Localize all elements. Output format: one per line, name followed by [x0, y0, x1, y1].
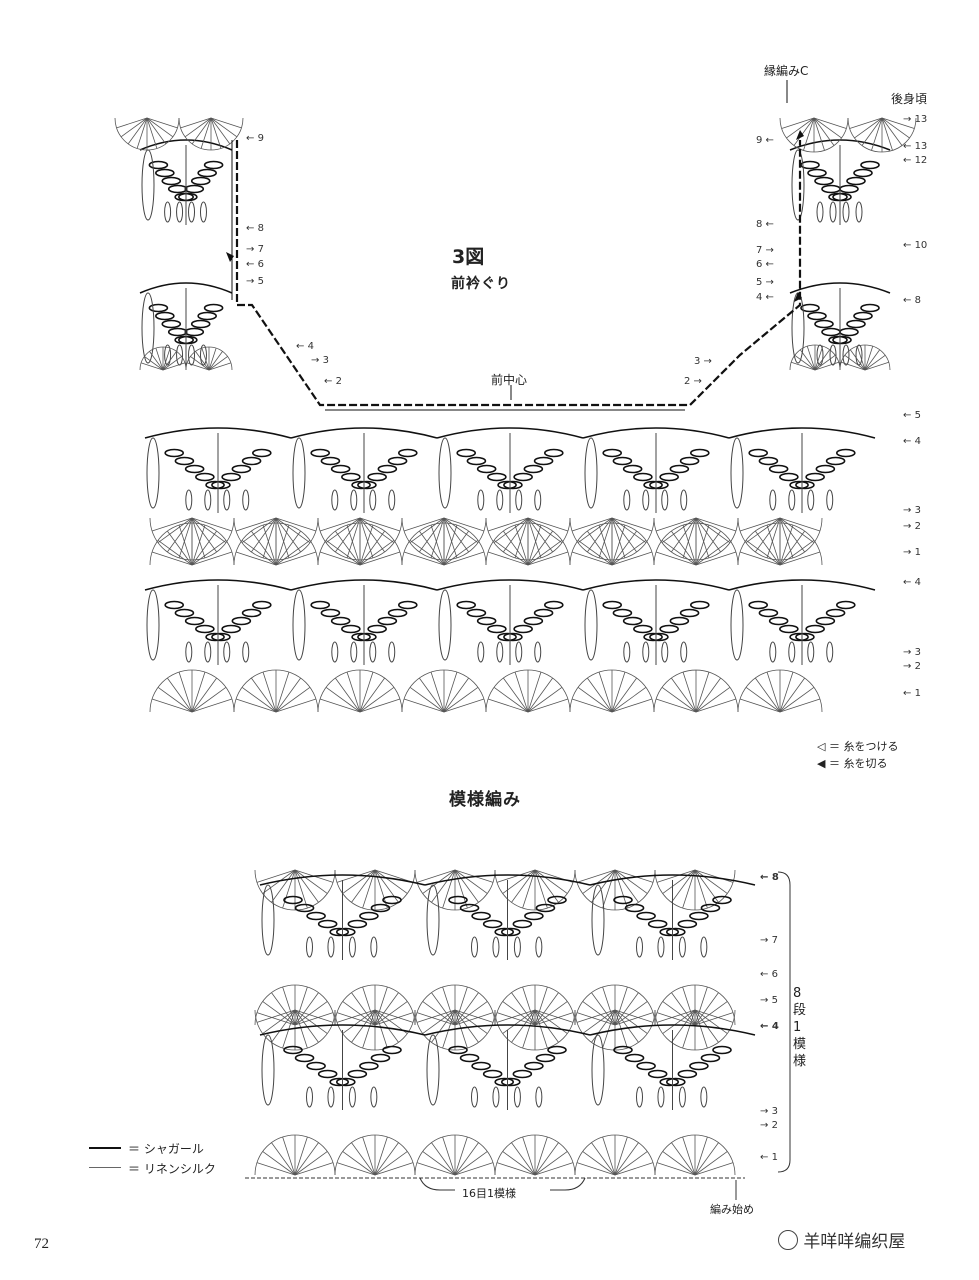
pattern-row-label: → 5	[760, 995, 778, 1006]
pattern-row-label: ← 1	[760, 1152, 778, 1163]
page-number: 72	[34, 1236, 49, 1252]
row-label-left: ← 9	[246, 133, 264, 144]
row-label-right-inner: 5 →	[756, 277, 774, 288]
row-label-right-inner: 9 ←	[756, 135, 774, 146]
row-label-right-inner: 4 ←	[756, 292, 774, 303]
open-triangle-icon: ◁	[817, 740, 826, 753]
pattern-title: 模様編み	[449, 790, 521, 810]
row-label-left: → 7	[246, 244, 264, 255]
row-label-right: → 3	[903, 505, 921, 516]
thin-line-swatch	[89, 1167, 121, 1168]
row-label-right-inner: 3 →	[694, 356, 712, 367]
row-label-right-inner: 8 ←	[756, 219, 774, 230]
row-label-right: → 2	[903, 661, 921, 672]
watermark: 羊咩咩编织屋	[778, 1227, 905, 1252]
diagram-3-title: 3図	[452, 246, 485, 268]
row-label-right: ← 8	[903, 295, 921, 306]
row-label-right: ← 12	[903, 155, 928, 166]
pattern-row-label: ← 6	[760, 969, 778, 980]
row-label-right: ← 13	[903, 141, 928, 152]
row-label-right-inner: 2 →	[684, 376, 702, 387]
row-label-right-inner: 7 →	[756, 245, 774, 256]
row-label-right: → 2	[903, 521, 921, 532]
filled-triangle-icon: ◀	[817, 757, 826, 770]
row-label-right: → 1	[903, 547, 921, 558]
front-center-label: 前中心	[491, 373, 528, 387]
row-label-left: ← 8	[246, 223, 264, 234]
yarn-legend-item: ＝ リネンシルク	[128, 1162, 216, 1176]
diagram-3-subtitle: 前衿ぐり	[451, 276, 511, 292]
row-label-left: → 3	[311, 355, 329, 366]
row-label-left: ← 6	[246, 259, 264, 270]
edging-c-label: 縁編みC	[764, 64, 809, 78]
legend-attach: ◁ ＝ 糸をつける	[817, 740, 899, 753]
thick-line-swatch	[89, 1147, 121, 1149]
wechat-icon	[778, 1229, 798, 1250]
row-label-left: ← 2	[324, 376, 342, 387]
legend-cut: ◀ ＝ 糸を切る	[817, 757, 888, 770]
row-label-right: → 13	[903, 114, 928, 125]
row-label-right: ← 5	[903, 410, 921, 421]
pattern-row-label: ← 4	[760, 1021, 779, 1032]
row-label-right: ← 4	[903, 577, 921, 588]
row-label-right: ← 10	[903, 240, 928, 251]
row-label-right: ← 1	[903, 688, 921, 699]
repeat-rows-label: 8段1模様	[793, 986, 807, 1069]
row-label-right: → 3	[903, 647, 921, 658]
yarn-legend-item: ＝ シャガール	[128, 1142, 204, 1156]
pattern-row-label: → 3	[760, 1106, 778, 1117]
row-label-right: ← 4	[903, 436, 921, 447]
repeat-stitch-label: 16目1模様	[462, 1187, 516, 1200]
pattern-row-label: → 7	[760, 935, 778, 946]
start-label: 編み始め	[710, 1203, 754, 1216]
row-label-left: → 5	[246, 276, 264, 287]
row-label-left: ← 4	[296, 341, 314, 352]
back-body-label: 後身頃	[891, 92, 928, 106]
pattern-row-label: → 2	[760, 1120, 778, 1131]
row-label-right-inner: 6 ←	[756, 259, 774, 270]
pattern-row-label: ← 8	[760, 872, 779, 883]
